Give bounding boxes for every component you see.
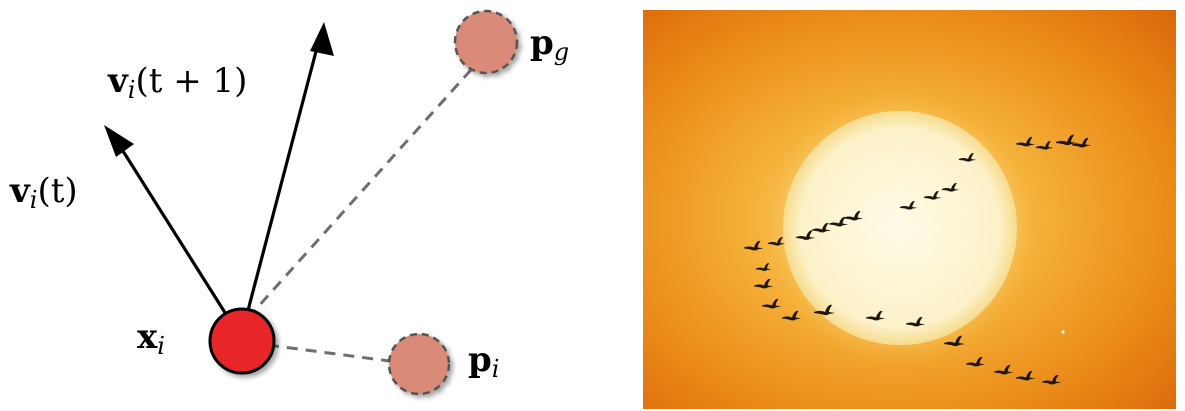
dashed-line-to-global-best (246, 60, 480, 320)
birds-sunset-photo (643, 10, 1176, 409)
velocity-next-arrowhead (310, 22, 334, 56)
velocity-current-arrow (114, 139, 231, 320)
particle-node (208, 307, 276, 375)
velocity-current-arrowhead (104, 125, 134, 157)
global-best-node (453, 9, 519, 75)
sun (783, 111, 1017, 345)
velocity-next-arrow (244, 39, 321, 319)
velocity-next-label: vi(t + 1) (108, 61, 248, 104)
global-best-label: pg (530, 23, 570, 66)
position-label: xi (137, 317, 165, 360)
personal-best-node (387, 332, 451, 396)
velocity-current-label: vi(t) (10, 171, 78, 214)
light-speck (1061, 330, 1065, 334)
pso-diagram (104, 9, 519, 396)
personal-best-label: pi (468, 340, 500, 383)
